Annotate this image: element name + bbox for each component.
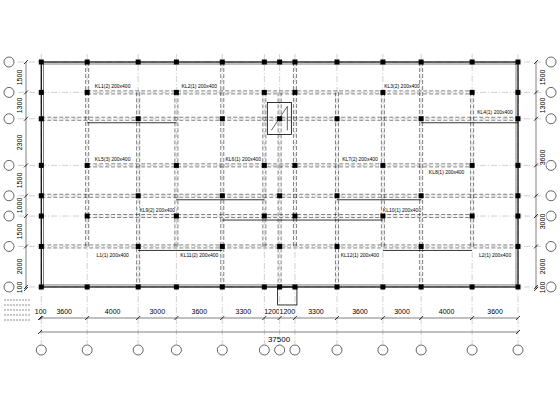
dimension-text: 1500 xyxy=(539,69,546,85)
dimension-text: 3300 xyxy=(236,308,252,315)
beam-label: KL1(2) 200x400 xyxy=(94,84,132,89)
dimension-text: 3600 xyxy=(56,308,72,315)
dimension-text: 1300 xyxy=(539,98,546,114)
dimension-text: 3600 xyxy=(192,308,208,315)
dimension-text: 3600 xyxy=(539,149,546,165)
dimension-text: 3000 xyxy=(539,213,546,229)
dimension-text: 2300 xyxy=(16,134,23,150)
dimension-text: 100 xyxy=(35,308,47,315)
beam-label: KL6(1) 200x400 xyxy=(225,157,263,162)
dimension-text: 3300 xyxy=(308,308,324,315)
dimension-text: 4000 xyxy=(105,308,121,315)
dimension-text: 2000 xyxy=(16,259,23,275)
beam-label: KL10(1) 200x400 xyxy=(382,208,422,213)
beam-label: KL7(2) 200x400 xyxy=(341,157,379,162)
beam-label: KL9(2) 200x400 xyxy=(138,208,176,213)
plan-lines xyxy=(4,54,556,355)
beam-label: KL4(1) 200x400 xyxy=(476,110,514,115)
dimension-text: 3600 xyxy=(487,308,503,315)
dimension-text: 1500 xyxy=(16,223,23,239)
dimension-text: 3000 xyxy=(394,308,410,315)
beam-label: L1(1) 200x400 xyxy=(96,253,130,258)
beam-label: KL12(1) 200x400 xyxy=(340,253,380,258)
dimension-text: 2000 xyxy=(539,259,546,275)
dimension-text: 100 xyxy=(540,282,547,294)
dimension-text: 1500 xyxy=(16,173,23,189)
dimension-text: 4000 xyxy=(439,308,455,315)
beam-label: KL11(2) 200x400 xyxy=(179,253,219,258)
dimension-text: 100 xyxy=(17,282,24,294)
dimension-text: 1300 xyxy=(16,98,23,114)
beam-label: KL2(1) 200x400 xyxy=(181,84,219,89)
beam-label: KL5(3) 200x400 xyxy=(94,157,132,162)
dimension-text: 1000 xyxy=(16,198,23,214)
beam-label: L2(1) 200x400 xyxy=(478,253,512,258)
dimension-text: 1200 xyxy=(279,308,295,315)
dimension-text: 3000 xyxy=(149,308,165,315)
beam-label: KL8(1) 200x400 xyxy=(428,170,466,175)
dimension-text: 1500 xyxy=(16,69,23,85)
dimension-text: 3600 xyxy=(352,308,368,315)
beam-label: KL3(2) 200x400 xyxy=(383,84,421,89)
dimension-text: 37500 xyxy=(268,336,290,344)
dimension-text: 1200 xyxy=(264,308,280,315)
